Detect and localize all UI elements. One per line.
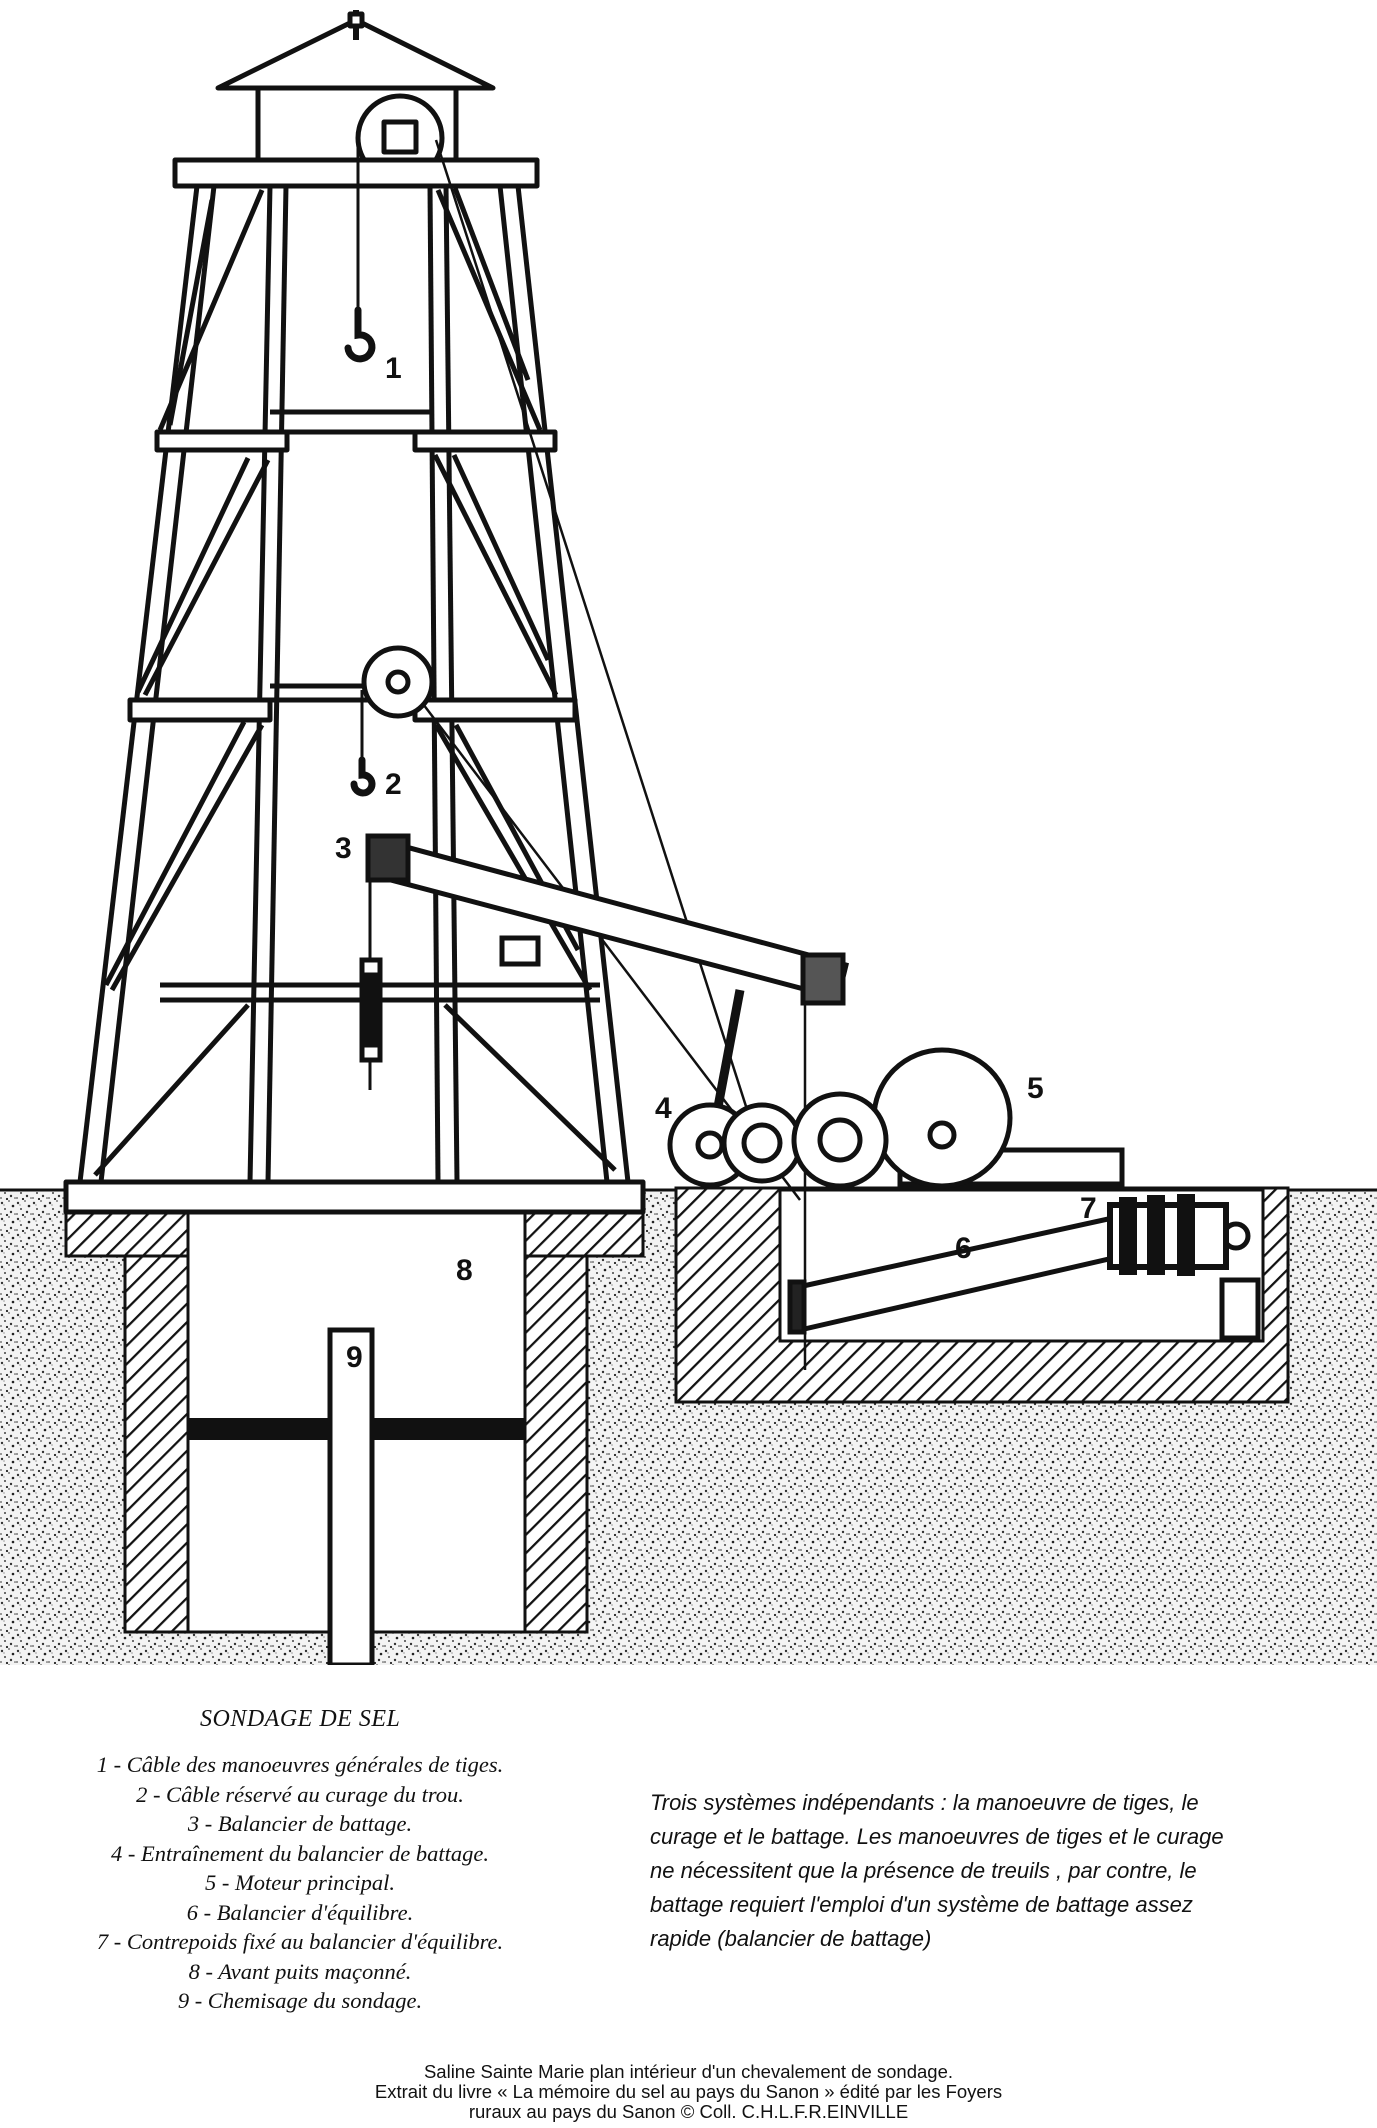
note-line: battage requiert l'emploi d'un système d… bbox=[650, 1892, 1193, 1917]
derrick-diagram: 1 2 3 4 5 6 7 8 9 bbox=[0, 10, 1377, 1665]
legend-item: 3 - Balancier de battage. bbox=[187, 1811, 413, 1836]
legend-item: 1 - Câble des manoeuvres générales de ti… bbox=[96, 1752, 504, 1777]
label-9: 9 bbox=[346, 1341, 363, 1374]
credit-line: Saline Sainte Marie plan intérieur d'un … bbox=[423, 2061, 954, 2082]
source-credit: Saline Sainte Marie plan intérieur d'un … bbox=[0, 2062, 1377, 2122]
caption-title: SONDAGE DE SEL bbox=[200, 1706, 401, 1732]
label-7: 7 bbox=[1080, 1192, 1097, 1225]
legend-item: 8 - Avant puits maçonné. bbox=[188, 1958, 412, 1984]
credit-line: ruraux au pays du Sanon © Coll. C.H.L.F.… bbox=[468, 2101, 909, 2122]
drive-wheels bbox=[667, 1047, 1125, 1189]
counterweight bbox=[1107, 1194, 1229, 1276]
label-1: 1 bbox=[385, 352, 402, 385]
casing-pipe bbox=[327, 1327, 375, 1665]
label-6: 6 bbox=[955, 1232, 972, 1265]
legend-item: 4 - Entraînement du balancier de battage… bbox=[110, 1840, 490, 1866]
label-4: 4 bbox=[655, 1092, 672, 1125]
legend-list: 1 - Câble des manoeuvres générales de ti… bbox=[0, 1750, 600, 2016]
label-8: 8 bbox=[456, 1254, 473, 1287]
legend-item: 5 - Moteur principal. bbox=[205, 1870, 395, 1895]
percussion-beam bbox=[359, 833, 850, 1161]
note-line: Trois systèmes indépendants : la manoeuv… bbox=[650, 1790, 1199, 1815]
masonry-foundation bbox=[64, 1210, 645, 1665]
derrick-tower bbox=[63, 10, 646, 1215]
legend-item: 6 - Balancier d'équilibre. bbox=[186, 1899, 414, 1925]
label-2: 2 bbox=[385, 768, 402, 801]
legend-item: 7 - Contrepoids fixé au balancier d'équi… bbox=[96, 1929, 504, 1954]
legend-item: 9 - Chemisage du sondage. bbox=[177, 1988, 423, 2013]
label-3: 3 bbox=[335, 832, 352, 865]
pulley bbox=[361, 645, 435, 719]
credit-line: Extrait du livre « La mémoire du sel au … bbox=[374, 2081, 1003, 2102]
note-line: rapide (balancier de battage) bbox=[650, 1926, 932, 1951]
note-line: curage et le battage. Les manoeuvres de … bbox=[650, 1824, 1224, 1849]
label-5: 5 bbox=[1027, 1072, 1044, 1105]
legend-item: 2 - Câble réservé au curage du trou. bbox=[136, 1781, 464, 1807]
note-line: ne nécessitent que la présence de treuil… bbox=[650, 1858, 1197, 1883]
hook-icon bbox=[344, 306, 376, 797]
explanatory-note: Trois systèmes indépendants : la manoeuv… bbox=[650, 1786, 1310, 1956]
